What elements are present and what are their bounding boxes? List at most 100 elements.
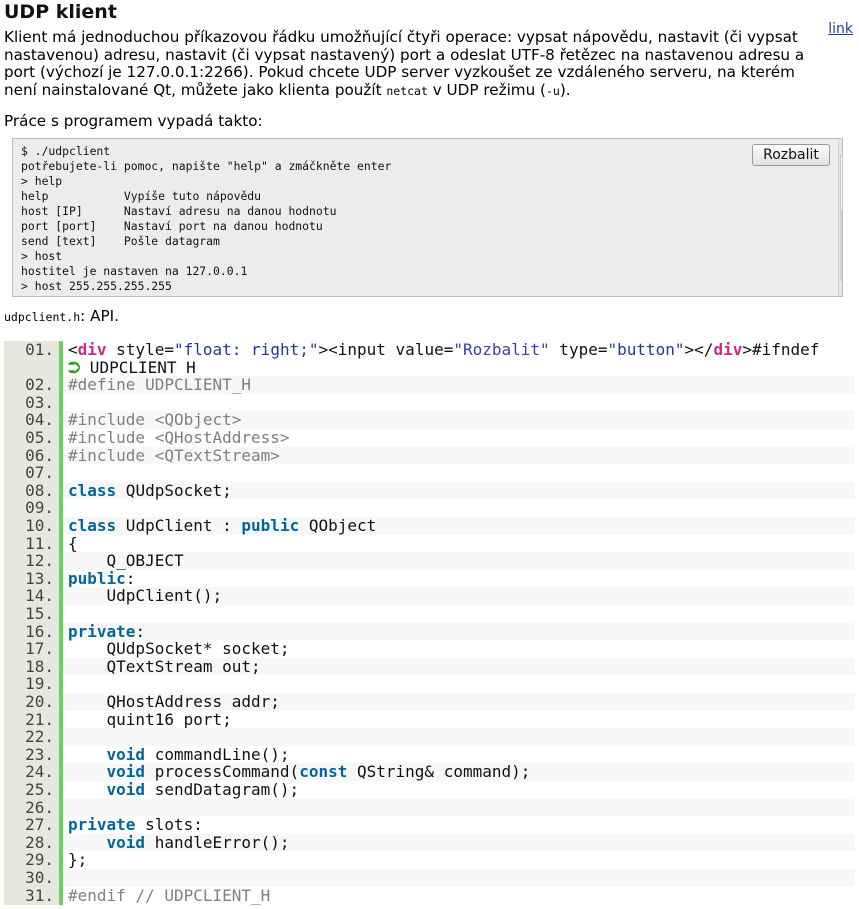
code-token: QUdpSocket; xyxy=(116,480,232,500)
code-text: }; xyxy=(63,851,855,869)
code-token: public xyxy=(241,516,300,535)
scrollbar[interactable]: ▲ ▼ xyxy=(838,139,842,296)
code-token xyxy=(68,745,107,764)
line-number: 23. xyxy=(25,744,54,764)
code-text: void sendDatagram(); xyxy=(63,781,855,799)
scrollbar-thumb[interactable] xyxy=(840,155,842,211)
code-token: const xyxy=(299,762,348,782)
netcat-code: netcat xyxy=(386,83,428,98)
terminal-line: send [text] Pošle datagram xyxy=(21,234,220,248)
wrap-arrow-icon: ⮊ xyxy=(68,357,81,377)
scroll-down-icon[interactable]: ▼ xyxy=(840,281,842,295)
page-title: UDP klient xyxy=(4,1,117,23)
line-number: 28. xyxy=(25,832,54,852)
code-text: #endif // UDPCLIENT_H xyxy=(63,886,855,905)
code-text: #define UDPCLIENT_H xyxy=(63,376,855,394)
code-token: #include <QHostAddress> xyxy=(68,428,290,447)
line-number: 04. xyxy=(25,410,54,430)
code-token: #include <QObject> xyxy=(68,410,242,430)
code-token: QString& command); xyxy=(347,762,531,782)
code-token: div xyxy=(713,341,743,359)
code-token: void xyxy=(106,780,146,799)
code-line: 29.}; xyxy=(4,851,855,869)
gutter-divider xyxy=(59,341,63,905)
code-text: class UdpClient : public QObject xyxy=(63,517,855,535)
code-token xyxy=(68,780,107,799)
code-token: < xyxy=(68,341,78,359)
line-number: 07. xyxy=(25,463,54,483)
code-line: 15. xyxy=(4,605,855,623)
code-text: private slots: xyxy=(63,816,855,834)
terminal-line: port [port] Nastaví port na danou hodnot… xyxy=(21,219,323,233)
code-token: class xyxy=(68,480,117,500)
link[interactable]: link xyxy=(828,21,853,37)
line-number: 27. xyxy=(25,815,54,835)
code-token: sendDatagram(); xyxy=(145,780,300,799)
line-number: 16. xyxy=(25,621,54,641)
terminal-line: $ ./udpclient xyxy=(21,144,111,158)
code-token: QTextStream out; xyxy=(68,656,261,676)
code-line: 02. #define UDPCLIENT_H xyxy=(4,376,855,394)
code-text: void commandLine(); xyxy=(63,744,855,764)
code-line: 23. void commandLine(); xyxy=(4,744,855,764)
code-token: void xyxy=(106,762,146,782)
scrollbar-track[interactable] xyxy=(840,211,842,281)
line-number: 21. xyxy=(25,709,54,729)
code-text: #include <QObject> xyxy=(63,411,855,429)
code-text: { xyxy=(63,533,855,553)
code-text xyxy=(63,605,855,623)
code-line: 19. xyxy=(4,675,855,693)
code-text: void processCommand(const QString& comma… xyxy=(63,763,855,781)
code-token: : xyxy=(135,621,146,641)
scroll-up-icon[interactable]: ▲ xyxy=(840,140,842,154)
api-caption-text: : API. xyxy=(80,307,119,325)
code-text: <div style="float: right;"><input value=… xyxy=(63,341,855,376)
code-token: type= xyxy=(549,341,608,359)
terminal-line: help Vypíše tuto nápovědu xyxy=(21,189,262,203)
line-number: 17. xyxy=(25,639,54,659)
code-token: handleError(); xyxy=(145,832,290,852)
expand-button[interactable]: Rozbalit xyxy=(752,144,830,166)
line-number: 29. xyxy=(25,850,54,870)
code-line: 08. class QUdpSocket; xyxy=(4,480,855,500)
line-number-gutter xyxy=(4,341,59,905)
code-line: 26. xyxy=(4,798,855,817)
line-number: 01. xyxy=(25,341,54,359)
code-token: commandLine(); xyxy=(145,744,290,764)
code-token: void xyxy=(106,832,146,852)
code-token: QObject xyxy=(299,516,377,535)
terminal-line: hostitel je nastaven na 255.255.255.255 xyxy=(21,294,391,296)
code-text xyxy=(63,798,855,817)
line-number: 02. xyxy=(25,375,54,395)
code-token: { xyxy=(68,533,78,553)
line-number: 22. xyxy=(25,727,54,747)
code-line: 04. #include <QObject> xyxy=(4,411,855,429)
intro-text-middle: v UDP režimu ( xyxy=(427,80,546,99)
line-number: 12. xyxy=(25,551,54,571)
code-token: : xyxy=(125,568,136,588)
line-number: 08. xyxy=(25,480,54,500)
code-token: #define UDPCLIENT_H xyxy=(68,375,252,395)
code-token: "Rozbalit" xyxy=(453,341,550,359)
code-text: #include <QTextStream> xyxy=(63,446,855,465)
code-line: 01. <div style="float: right;"><input val… xyxy=(4,341,855,376)
code-token: public xyxy=(68,568,126,588)
code-text xyxy=(63,675,855,693)
line-number: 10. xyxy=(25,516,54,535)
code-line: 09. xyxy=(4,499,855,517)
code-line: 14. UdpClient(); xyxy=(4,587,855,605)
code-token: quint16 port; xyxy=(68,709,232,729)
code-token: div xyxy=(77,341,107,359)
code-text: public: xyxy=(63,568,855,588)
terminal-line: > host xyxy=(21,249,63,263)
line-number: 11. xyxy=(25,533,54,553)
code-token: ></ xyxy=(684,341,714,359)
code-line: 17. QUdpSocket* socket; xyxy=(4,640,855,658)
line-number: 19. xyxy=(25,674,54,694)
code-token: style= xyxy=(106,341,174,359)
code-text: Q_OBJECT xyxy=(63,552,855,570)
code-token: }; xyxy=(68,850,88,870)
code-listing: 01. <div style="float: right;"><input val… xyxy=(4,341,855,905)
line-number: 31. xyxy=(25,885,54,905)
